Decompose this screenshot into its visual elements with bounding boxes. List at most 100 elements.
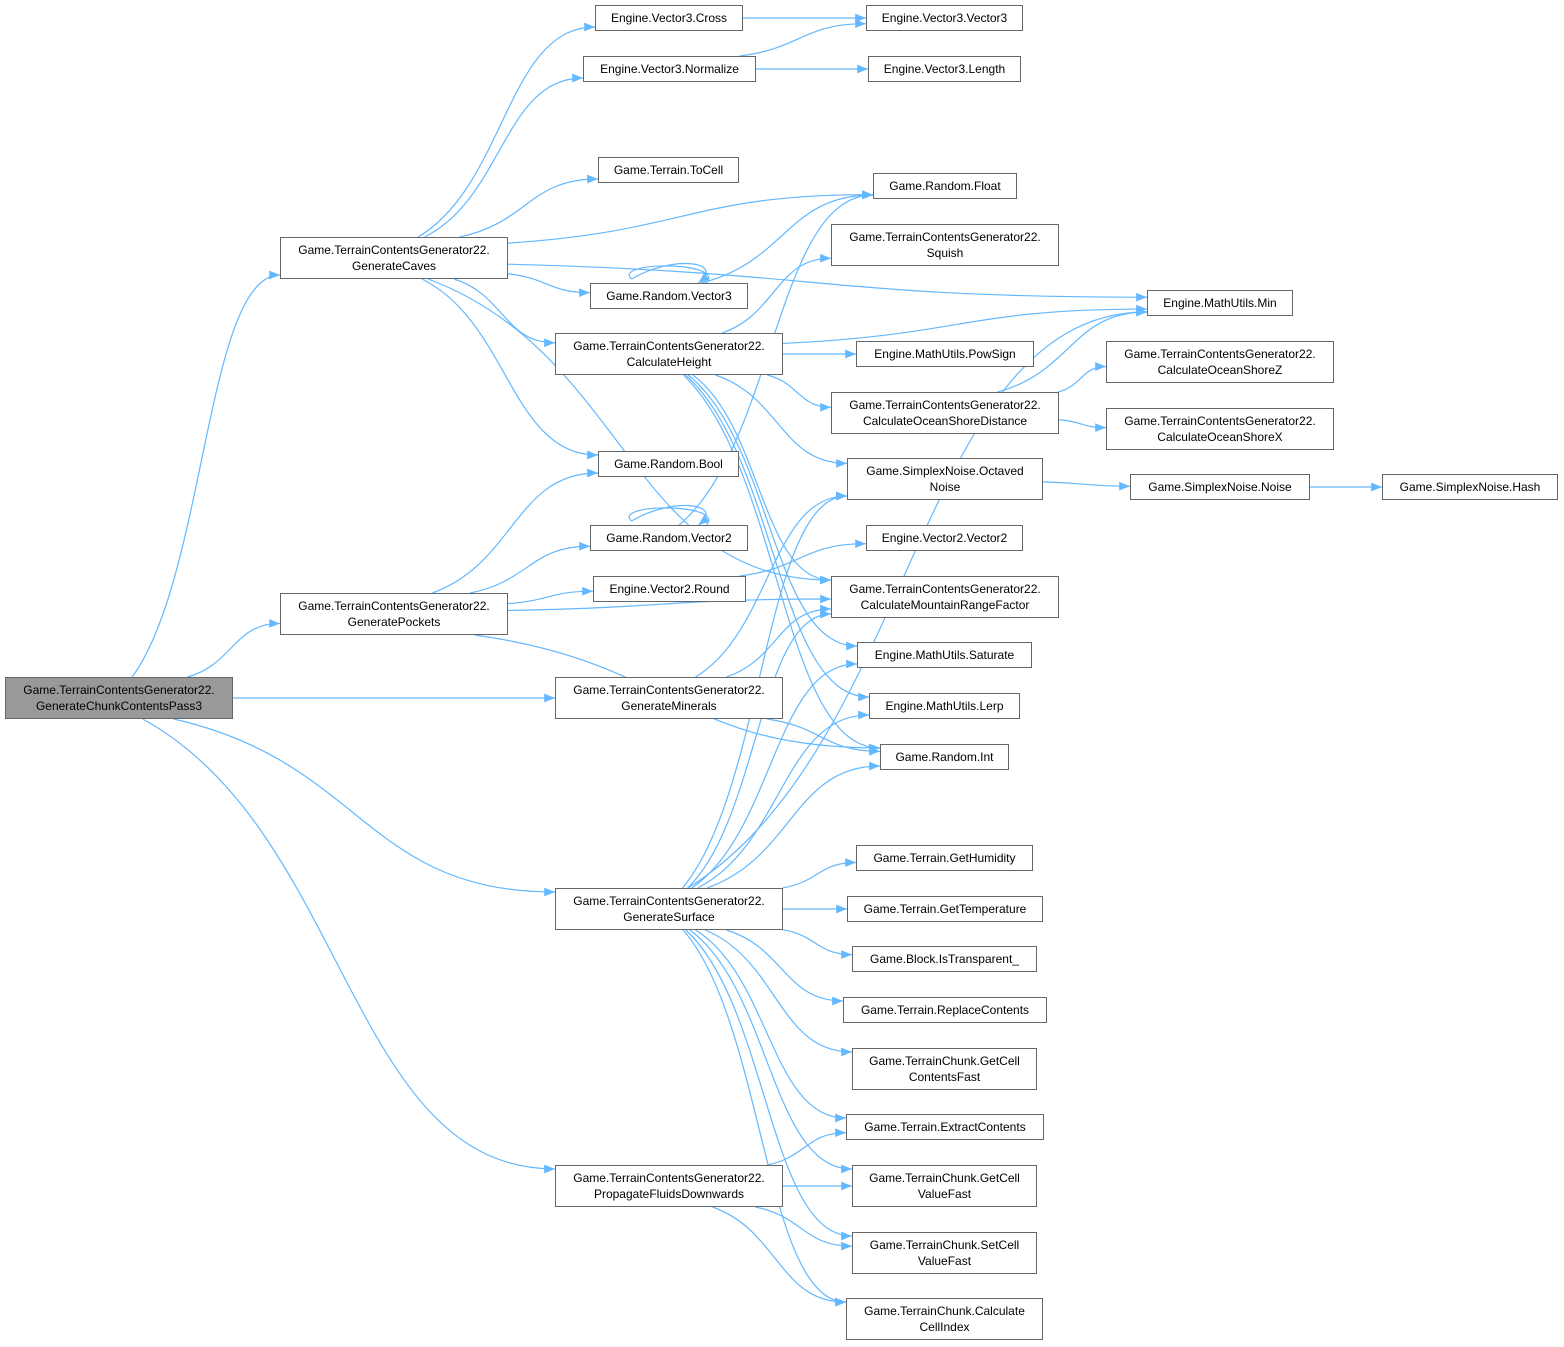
edge-surface-to-lerp	[697, 710, 870, 889]
node-mountain[interactable]: Game.TerrainContentsGenerator22.Calculat…	[831, 576, 1059, 618]
edge-surface-to-cellindex	[682, 929, 847, 1307]
node-label-line: Game.TerrainChunk.SetCell	[869, 1238, 1020, 1252]
edge-root-to-surface	[173, 718, 556, 897]
node-label-line: Engine.Vector3.Length	[883, 62, 1006, 76]
edge-minerals-to-octnoise	[695, 491, 848, 678]
node-min[interactable]: Engine.MathUtils.Min	[1147, 290, 1293, 316]
edge-surface-to-transparent	[782, 929, 853, 959]
node-label-line: Game.TerrainContentsGenerator22.	[23, 683, 215, 697]
edge-v3norm-to-v3v3	[739, 19, 867, 57]
edge-caves-to-v3norm	[424, 73, 584, 238]
node-label-line: ValueFast	[917, 1254, 972, 1268]
edge-rndv2-to-rndfloat	[678, 190, 874, 526]
node-minerals[interactable]: Game.TerrainContentsGenerator22.Generate…	[555, 677, 783, 719]
edge-caves-to-calcheight	[453, 278, 556, 348]
edge-oceandist-to-shorex	[1058, 419, 1107, 432]
node-surface[interactable]: Game.TerrainContentsGenerator22.Generate…	[555, 888, 783, 930]
node-v2round[interactable]: Engine.Vector2.Round	[593, 576, 746, 602]
node-rndbool[interactable]: Game.Random.Bool	[598, 451, 739, 477]
node-v3norm[interactable]: Engine.Vector3.Normalize	[583, 56, 756, 82]
node-label-line: Game.TerrainContentsGenerator22.	[1124, 414, 1316, 428]
node-rndv3[interactable]: Game.Random.Vector3	[590, 283, 748, 309]
edge-surface-to-extract	[695, 929, 847, 1123]
node-powsign[interactable]: Engine.MathUtils.PowSign	[856, 341, 1034, 367]
edge-rndv2-to-rndv2	[628, 505, 709, 525]
node-label-line: CalculateOceanShoreDistance	[862, 414, 1028, 428]
edge-calcheight-to-mountain	[692, 374, 832, 585]
node-label-line: Noise	[929, 480, 961, 494]
edge-propagate-to-setvalue	[755, 1206, 853, 1251]
node-label-line: Game.TerrainContentsGenerator22.	[298, 243, 490, 257]
node-lerp[interactable]: Engine.MathUtils.Lerp	[869, 693, 1020, 719]
edge-propagate-to-extract	[767, 1128, 847, 1166]
node-label-line: ValueFast	[917, 1187, 972, 1201]
node-temperature[interactable]: Game.Terrain.GetTemperature	[847, 896, 1043, 922]
edge-rndv3-to-rndfloat	[701, 190, 874, 284]
node-label-line: Game.Block.IsTransparent_	[870, 952, 1019, 966]
node-label-line: CalculateOceanShoreZ	[1157, 363, 1283, 377]
edge-calcheight-to-min	[782, 304, 1148, 345]
node-label-line: Game.SimplexNoise.Octaved	[866, 464, 1024, 478]
node-root[interactable]: Game.TerrainContentsGenerator22.Generate…	[5, 677, 233, 719]
node-oceandist[interactable]: Game.TerrainContentsGenerator22. Calculat…	[831, 392, 1059, 434]
edge-pockets-to-mountain	[507, 594, 832, 612]
node-rndint[interactable]: Game.Random.Int	[880, 744, 1009, 770]
node-calcheight[interactable]: Game.TerrainContentsGenerator22.Calculat…	[555, 333, 783, 375]
node-noise[interactable]: Game.SimplexNoise.Noise	[1130, 474, 1310, 500]
node-caves[interactable]: Game.TerrainContentsGenerator22.Generate…	[280, 237, 508, 279]
edge-surface-to-replace	[726, 929, 844, 1006]
node-label-line: Game.TerrainChunk.Calculate	[864, 1304, 1025, 1318]
node-label-line: Game.Random.Vector2	[606, 531, 732, 545]
edge-surface-to-rndint	[706, 761, 881, 889]
node-shorex[interactable]: Game.TerrainContentsGenerator22.Calculat…	[1106, 408, 1334, 450]
node-v2v2[interactable]: Engine.Vector2.Vector2	[866, 525, 1023, 551]
edge-pockets-to-rndv2	[469, 541, 591, 594]
node-shorez[interactable]: Game.TerrainContentsGenerator22.Calculat…	[1106, 341, 1334, 383]
edge-root-to-propagate	[142, 718, 556, 1174]
node-extract[interactable]: Game.Terrain.ExtractContents	[846, 1114, 1044, 1140]
node-rndv2[interactable]: Game.Random.Vector2	[590, 525, 748, 551]
node-label-line: Engine.Vector2.Round	[609, 582, 730, 596]
edge-oceandist-to-shorez	[1058, 362, 1107, 393]
node-label-line: Engine.MathUtils.Lerp	[885, 699, 1004, 713]
node-label-line: CellIndex	[919, 1320, 970, 1334]
node-label-line: Game.TerrainContentsGenerator22.	[849, 398, 1041, 412]
edge-calcheight-to-saturate	[687, 374, 858, 651]
node-propagate[interactable]: Game.TerrainContentsGenerator22.Propagat…	[555, 1165, 783, 1207]
node-humidity[interactable]: Game.Terrain.GetHumidity	[856, 845, 1033, 871]
edge-pockets-to-rndbool	[432, 468, 599, 594]
edge-surface-to-mountain	[687, 609, 832, 889]
node-label-line: Game.Random.Float	[889, 179, 1001, 193]
node-label-line: Engine.MathUtils.Saturate	[874, 648, 1015, 662]
edge-calcheight-to-oceandist	[767, 374, 832, 412]
edge-calcheight-to-rndint	[682, 374, 881, 753]
node-rndfloat[interactable]: Game.Random.Float	[873, 173, 1017, 199]
node-replace[interactable]: Game.Terrain.ReplaceContents	[843, 997, 1047, 1023]
edge-caves-to-rndv3	[507, 273, 591, 297]
node-v3v3[interactable]: Engine.Vector3.Vector3	[866, 5, 1023, 31]
node-transparent[interactable]: Game.Block.IsTransparent_	[852, 946, 1037, 972]
node-v3cross[interactable]: Engine.Vector3.Cross	[595, 5, 743, 31]
node-hash[interactable]: Game.SimplexNoise.Hash	[1382, 474, 1558, 500]
edge-surface-to-getcontents	[704, 929, 853, 1057]
node-label-line: PropagateFluidsDownwards	[593, 1187, 745, 1201]
edge-pockets-to-v2round	[507, 586, 594, 605]
node-label-line: Game.TerrainContentsGenerator22.	[573, 894, 765, 908]
edge-v2round-to-v2v2	[739, 539, 867, 577]
node-label-line: Engine.Vector3.Normalize	[600, 62, 739, 76]
node-saturate[interactable]: Engine.MathUtils.Saturate	[857, 642, 1032, 668]
node-label-line: Engine.Vector3.Cross	[610, 11, 728, 25]
edge-calcheight-to-squish	[721, 253, 832, 334]
edge-caves-to-min	[507, 263, 1148, 302]
node-squish[interactable]: Game.TerrainContentsGenerator22.Squish	[831, 224, 1059, 266]
node-v3len[interactable]: Engine.Vector3.Length	[868, 56, 1021, 82]
node-tocell[interactable]: Game.Terrain.ToCell	[598, 157, 739, 183]
node-pockets[interactable]: Game.TerrainContentsGenerator22.Generate…	[280, 593, 508, 635]
